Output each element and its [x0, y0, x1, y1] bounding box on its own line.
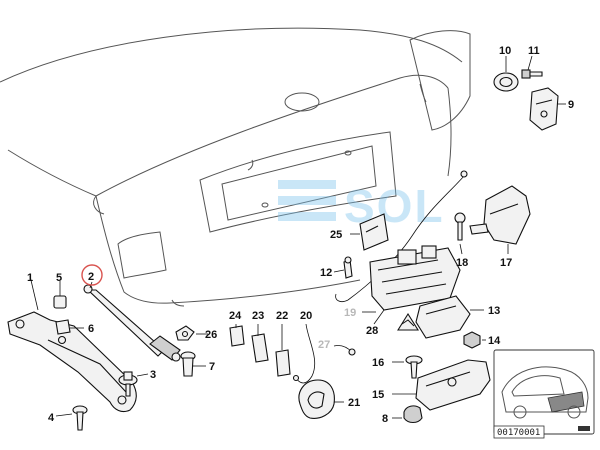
callout-21: 21 — [348, 397, 360, 409]
trunk-lid-illustration — [0, 27, 471, 307]
callout-6: 6 — [88, 323, 94, 335]
part-21-release-lever — [298, 379, 344, 419]
warning-triangle-icon — [397, 312, 419, 331]
part-1-hinge — [7, 275, 137, 413]
callout-13: 13 — [488, 305, 500, 317]
callout-1: 1 — [27, 272, 33, 284]
part-27-grommet — [333, 345, 356, 356]
callout-16: 16 — [372, 357, 384, 369]
part-13-actuator — [415, 295, 484, 339]
inset-car-view — [493, 349, 595, 435]
callout-3: 3 — [150, 369, 156, 381]
part-16-pin — [392, 355, 423, 379]
part-5-bush — [53, 281, 67, 309]
callout-4: 4 — [48, 412, 55, 424]
part-22-bracket — [275, 324, 291, 377]
callout-25: 25 — [330, 229, 342, 241]
part-15-latch — [392, 359, 491, 411]
diagram-reference: 00170001 — [493, 425, 545, 439]
part-14-nut — [463, 331, 486, 349]
callout-28: 28 — [366, 325, 378, 337]
part-26-washer — [175, 325, 208, 341]
part-24-clip — [229, 324, 245, 347]
callout-24: 24 — [229, 310, 242, 322]
part-20-cable — [292, 323, 316, 384]
callout-10: 10 — [499, 45, 511, 57]
callout-2: 2 — [88, 271, 94, 283]
part-12-bolt — [333, 256, 353, 279]
callout-8: 8 — [382, 413, 388, 425]
part-17-cover — [469, 185, 531, 254]
callout-20: 20 — [300, 310, 312, 322]
callout-26: 26 — [205, 329, 217, 341]
part-6-clip — [55, 319, 84, 335]
callout-9: 9 — [568, 99, 574, 111]
part-18-screw — [454, 212, 466, 255]
callout-5: 5 — [56, 272, 62, 284]
part-7-buffer — [180, 351, 206, 377]
part-23-bracket — [251, 324, 269, 363]
watermark-text: SOL — [344, 180, 445, 232]
part-28-lock-housing — [369, 245, 461, 325]
callout-7: 7 — [209, 361, 215, 373]
callout-22: 22 — [276, 310, 288, 322]
part-2-gas-strut — [83, 281, 181, 362]
part-25-bracket — [350, 213, 389, 251]
diagram-reference-number: 00170001 — [497, 428, 540, 438]
part-10-seal-ring — [493, 56, 519, 92]
callout-18: 18 — [456, 257, 468, 269]
callout-23: 23 — [252, 310, 264, 322]
callout-27: 27 — [318, 339, 330, 351]
callout-15: 15 — [372, 389, 384, 401]
part-4-screw — [55, 405, 88, 431]
part-9-lock-cylinder — [529, 87, 566, 131]
callout-labels: 1 2 3 4 5 6 7 8 9 10 11 12 13 14 15 16 1… — [27, 45, 574, 425]
callout-19: 19 — [344, 307, 356, 319]
highlight-ring — [81, 264, 103, 286]
callout-14: 14 — [488, 335, 501, 347]
part-11-screw — [521, 55, 543, 79]
cable-harness — [335, 170, 468, 302]
watermark: SOL — [278, 180, 445, 232]
callout-12: 12 — [320, 267, 332, 279]
part-8-cap — [392, 405, 423, 424]
part-3-bolt — [118, 371, 149, 397]
callout-11: 11 — [528, 45, 540, 57]
callout-17: 17 — [500, 257, 512, 269]
